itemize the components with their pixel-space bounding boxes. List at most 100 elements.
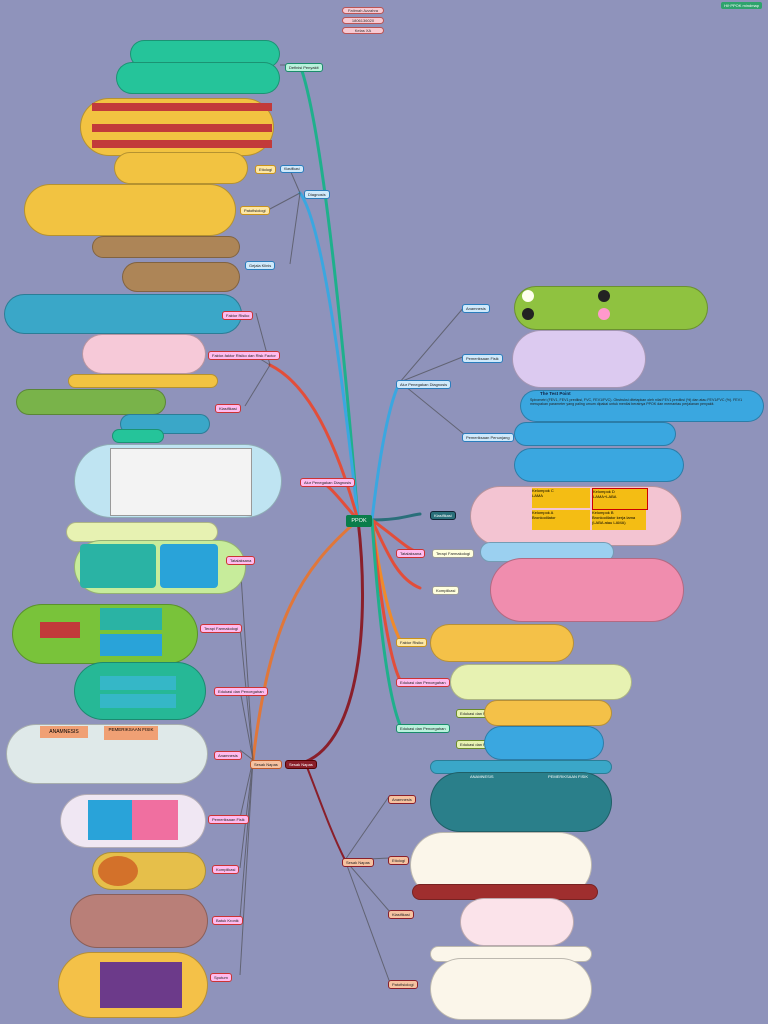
patofisiologi-sesak-box [430,958,592,1020]
header-class: Kelas XA [342,27,384,34]
node-anamnesis-left[interactable]: Anamnesis [214,751,242,760]
node-pemeriksaan[interactable]: Pemeriksaan Fisik [208,815,249,824]
anamnesis-title: ANAMNESIS [40,726,88,738]
node-komplikasi-right[interactable]: Komplikasi [432,586,460,595]
node-sesak-sub[interactable]: Sesak Napas [342,858,374,867]
batuk-box [70,894,208,948]
edukasi-right-box-2 [484,700,612,726]
pemeriksaan-card-1 [88,800,134,840]
node-anamnesis-sesak[interactable]: Anamnesis [388,795,416,804]
sputum-card [100,962,182,1008]
edukasi-arrow-2 [100,694,176,708]
top-right-button[interactable]: Hi!·PPOK mindmap [721,2,762,9]
anamnesis-right-box [514,286,708,330]
tatalaksana-note [66,522,218,542]
terapi-list-2 [100,634,162,656]
etiologi-row-2 [92,124,272,132]
node-pemeriksaan-penunjang[interactable]: Pemeriksaan Penunjang [462,433,514,442]
gejala-box-1 [92,236,240,258]
risk-factor-list [82,334,206,374]
node-diagnosis[interactable]: Diagnosis [304,190,330,199]
node-edukasi-2[interactable]: Edukasi dan Pencegahan [396,724,450,733]
header-name: Fatimah Azzahra [342,7,384,14]
node-definisi[interactable]: Definisi Penyakit [285,63,323,72]
node-faktor-right[interactable]: Faktor Risiko [396,638,428,647]
group-b-title: Kelompok B [592,510,614,515]
node-batuk[interactable]: Batuk Kronik [212,916,243,925]
spirometri-body: Spirometri (FEV1, FEV1 prediksi, FVC, FE… [530,398,743,407]
node-gejala[interactable]: Gejala Klinis [245,261,276,270]
node-edukasi-right[interactable]: Edukasi dan Pencegahan [396,678,450,687]
diagnosis-note-2 [112,429,164,443]
sesak-table-anamnesis: ANAMNESIS [470,774,494,779]
terapi-label [40,622,80,638]
node-patofisiologi[interactable]: Patofisiologi [240,206,270,215]
etiologi-row-1 [92,103,272,111]
node-komplikasi[interactable]: Komplikasi [212,865,240,874]
node-tatalaksana-right[interactable]: Tatalaksana [396,549,426,558]
faktor-risiko-box [4,294,242,334]
risk-note-2 [16,389,166,415]
cough-icon [598,290,610,302]
klasifikasi-sesak-box [460,898,574,946]
head-icon [522,308,534,320]
group-a-drug: Bronkodilator [532,515,556,520]
group-a: Kelompok A Bronkodilator [532,510,590,530]
node-alur[interactable]: Alur Penegakan Diagnosis [300,478,356,487]
sesak-table-pemeriksaan: PEMERIKSAAN FISIK [548,774,589,779]
pemeriksaan-card-2 [132,800,178,840]
group-a-title: Kelompok A [532,510,554,515]
penunjang-box-3 [514,448,684,482]
node-alur-right[interactable]: Alur Penegakan Diagnosis [396,380,452,389]
spirometri-title: The Test Point [540,391,571,396]
tatalaksana-card-2 [160,544,218,588]
node-faktor[interactable]: Faktor-faktor Risiko dan Risk Factor [208,351,280,360]
node-klasifikasi-sub[interactable]: Klasifikasi [280,165,304,173]
etiologi-small-box [114,152,248,184]
group-c-drug: LAMA [532,493,543,498]
group-c: Kelompok C LAMA [532,488,590,508]
komplikasi-right-box [490,558,684,622]
penunjang-box-2 [514,422,676,446]
etiologi-row-3 [92,140,272,148]
node-edukasi[interactable]: Edukasi dan Pencegahan [214,687,268,696]
terapi-list-1 [100,608,162,630]
edukasi-box [74,662,206,720]
group-d-title: Kelompok D [593,489,615,494]
node-etiologi[interactable]: Etiologi [255,165,277,174]
group-d-drug: LAMA+LABA [593,494,617,499]
node-faktor-risiko[interactable]: Faktor Risiko [222,311,254,320]
lung-icon [598,308,610,320]
tatalaksana-card-1 [80,544,156,588]
node-sputum[interactable]: Sputum [210,973,232,982]
node-sesak-main[interactable]: Sesak Napas [285,760,317,769]
node-anamnesis[interactable]: Anamnesis [462,304,490,313]
group-d: Kelompok D LAMA+LABA [592,488,648,510]
node-sesak[interactable]: Sesak Napas [250,760,282,769]
node-patofisiologi-sesak[interactable]: Patofisiologi [388,980,418,989]
group-c-title: Kelompok C [532,488,554,493]
komplikasi-circle [98,856,138,886]
header-id: 1806136020 [342,17,384,24]
node-klasifikasi-risk[interactable]: Klasifikasi [215,404,241,413]
sesak-table-box [430,772,612,832]
node-pemeriksaan-fisik[interactable]: Pemeriksaan Fisik [462,354,503,363]
pemeriksaan-fisik-box [512,330,646,388]
node-tatalaksana[interactable]: Tatalaksana [226,556,256,565]
group-b: Kelompok B Bronkodilator kerja lama (LAB… [592,510,646,530]
group-b-drug: Bronkodilator kerja lama (LABA atau LAMA… [592,515,636,525]
node-etiologi-sesak[interactable]: Etiologi [388,856,410,865]
gejala-box-2 [122,262,240,292]
node-terapi[interactable]: Terapi Farmakologi [200,624,243,633]
risk-note-1 [68,374,218,388]
edukasi-right-box [450,664,632,700]
pemeriksaan-title: PEMERIKSAAN FISIK [104,726,158,740]
node-terapi-right[interactable]: Terapi Farmakologi [432,549,475,558]
definisi-box-2 [116,62,280,94]
center-node[interactable]: PPOK [346,515,372,527]
node-klasifikasi-gold[interactable]: Klasifikasi [430,511,456,520]
node-klasifikasi-sesak[interactable]: Klasifikasi [388,910,414,919]
edukasi-arrow-1 [100,676,176,690]
alur-diagram [110,448,252,516]
